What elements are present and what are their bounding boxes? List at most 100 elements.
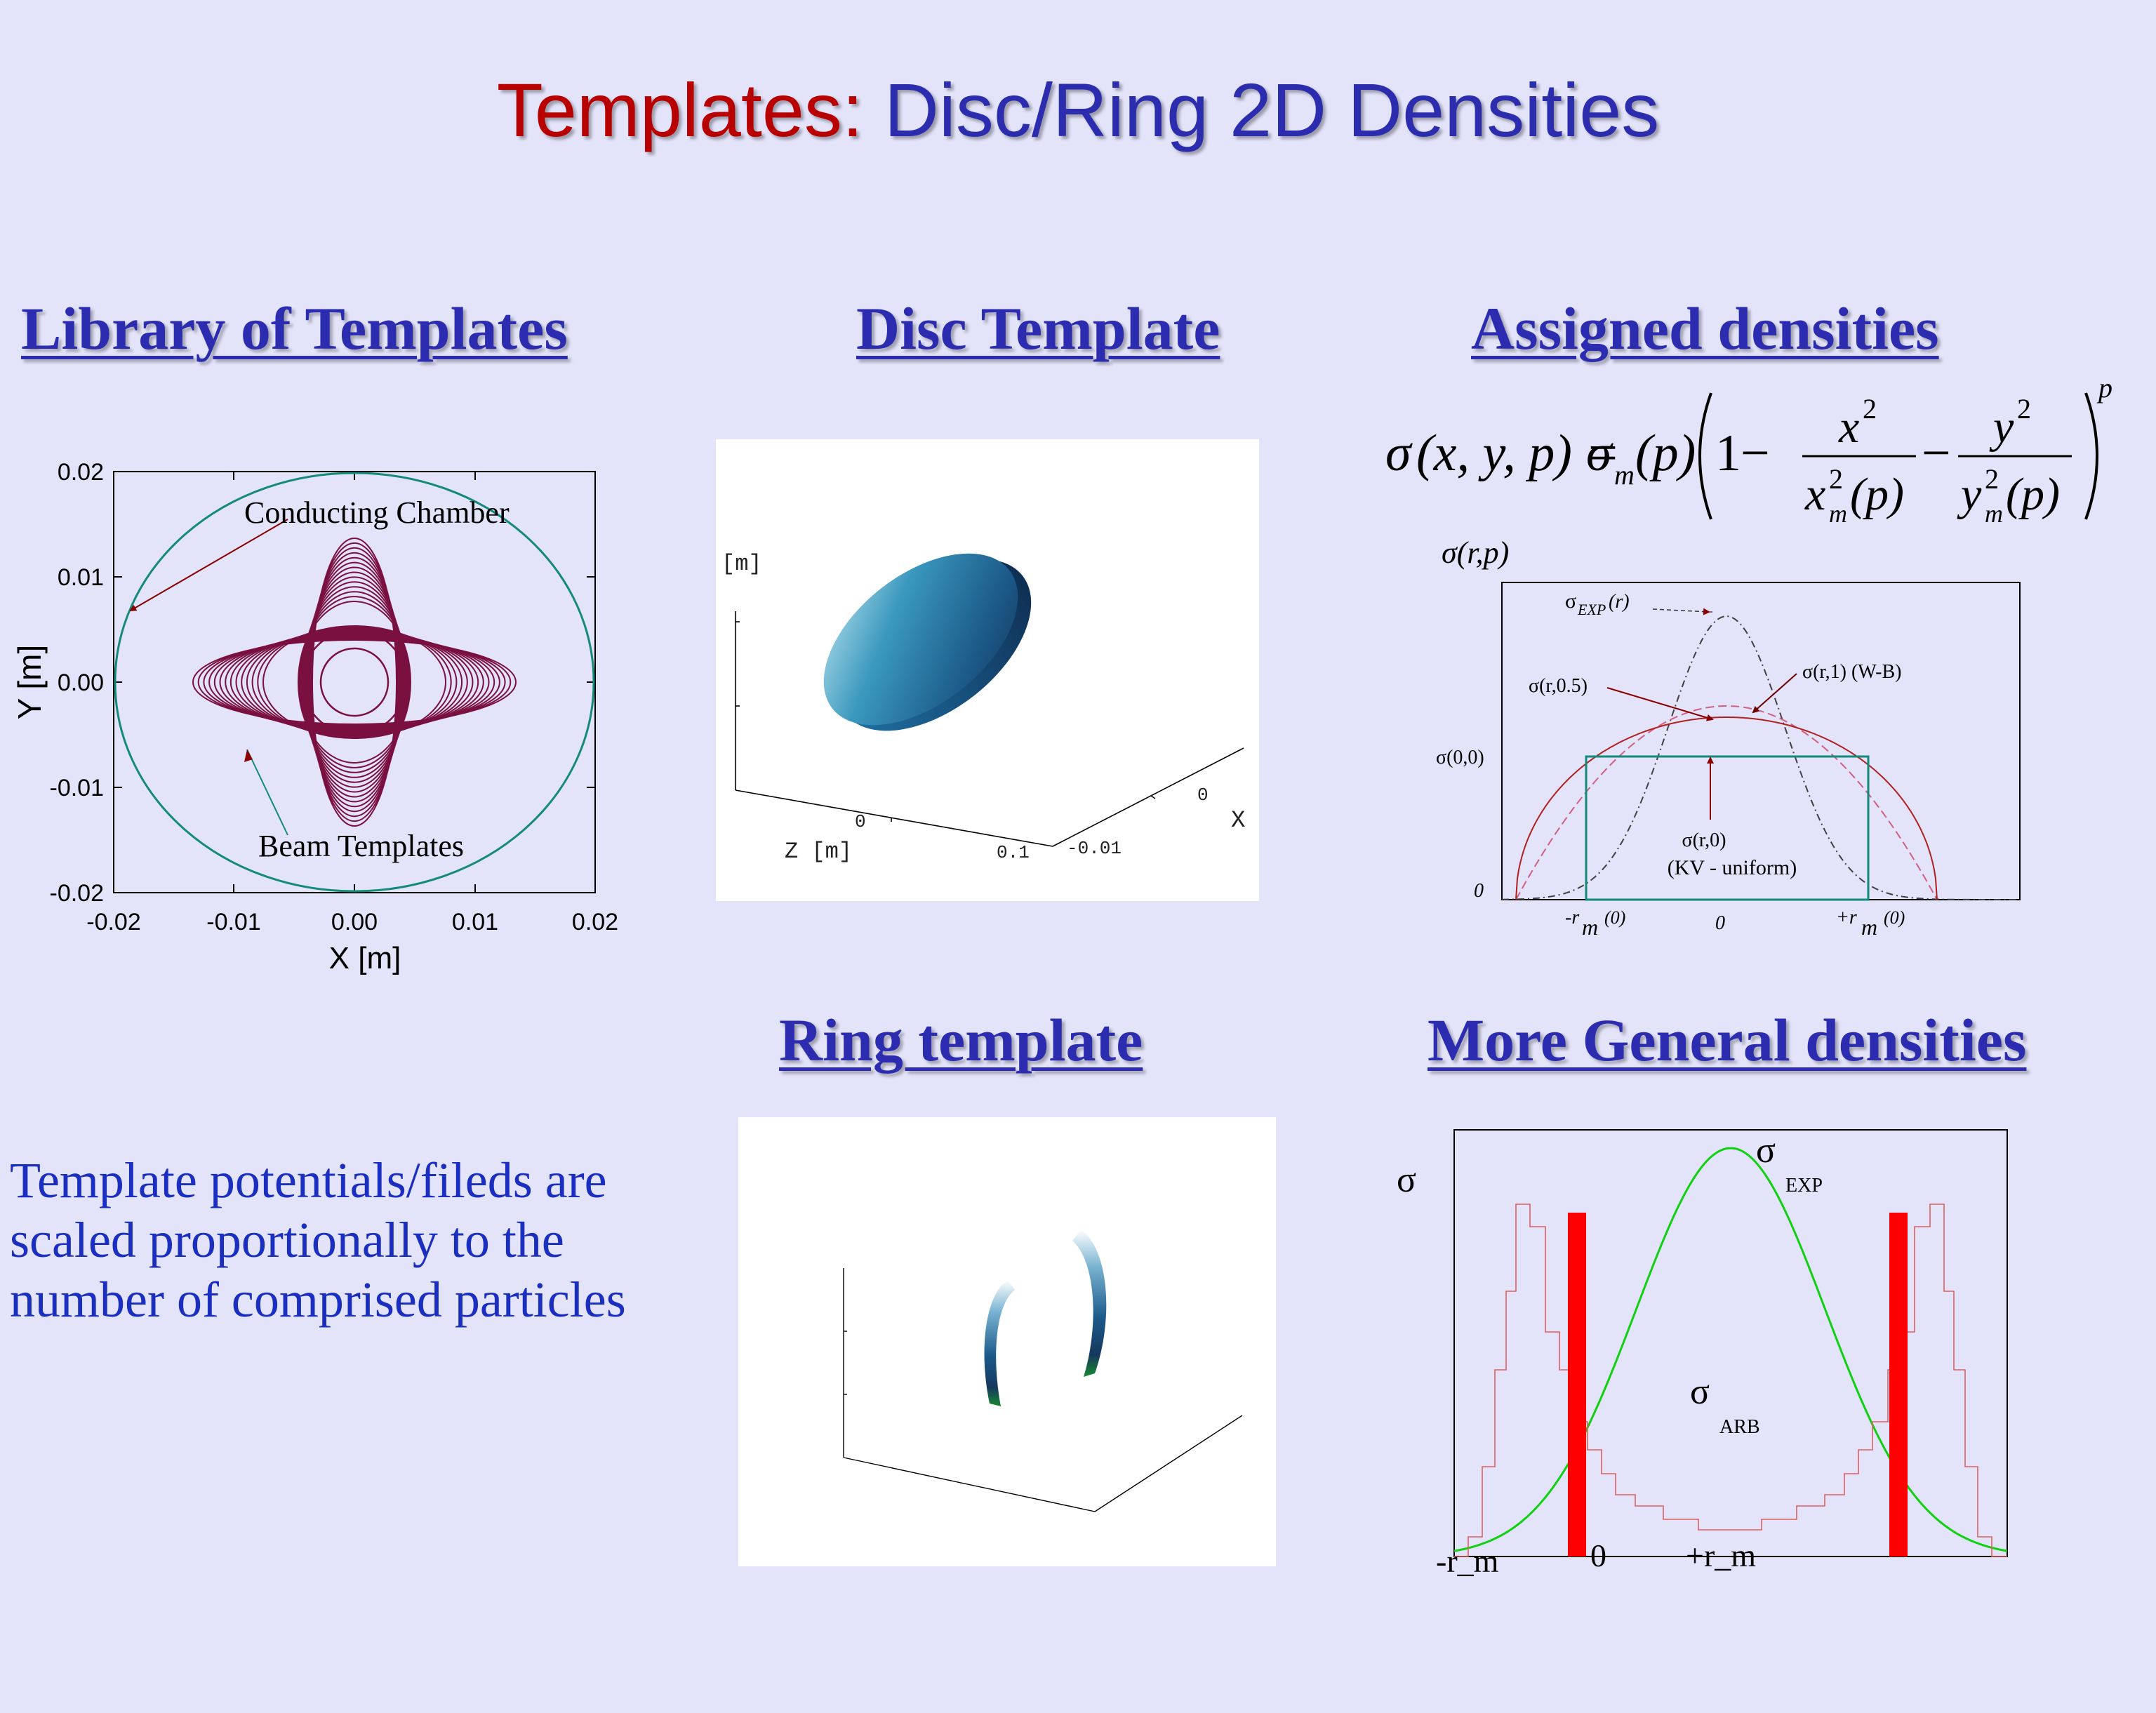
formula-one: 1 bbox=[1715, 425, 1741, 482]
xtick-label: -0.02 bbox=[86, 909, 141, 935]
general-exp-sub: EXP bbox=[1785, 1175, 1823, 1197]
beam-template-curve bbox=[310, 542, 399, 822]
profile-xmin-label: -r bbox=[1565, 907, 1579, 928]
conducting-chamber-circle bbox=[114, 472, 595, 893]
formula-y-den-m: m bbox=[1985, 500, 2003, 528]
beam-template-curve bbox=[312, 538, 397, 827]
profile-x-center: 0 bbox=[1715, 912, 1725, 934]
profile-wb-label: σ(r,1) (W-B) bbox=[1802, 661, 1901, 683]
general-x-zero: 0 bbox=[1590, 1538, 1606, 1573]
formula-x-num: x bbox=[1838, 401, 1859, 453]
beam-template-curve bbox=[208, 636, 500, 728]
formula-x-den-p: (p) bbox=[1850, 469, 1904, 520]
profile-s00-label: σ(0,0) bbox=[1436, 747, 1484, 768]
formula-exponent: p bbox=[2096, 372, 2112, 404]
disc-tick-z0: 0 bbox=[855, 811, 866, 832]
formula-p: (p) bbox=[1635, 425, 1696, 482]
beam-template-curve bbox=[197, 638, 512, 726]
beam-arrow-line bbox=[246, 749, 288, 836]
arrow-half bbox=[1606, 687, 1714, 721]
beam-template-curve bbox=[235, 630, 474, 734]
formula-left-paren bbox=[1698, 392, 1712, 520]
beam-template-curve bbox=[298, 601, 411, 764]
disc-shape bbox=[823, 553, 1032, 731]
profile-half-label: σ(r,0.5) bbox=[1529, 675, 1588, 697]
note-line-1: Template potentials/fileds are bbox=[10, 1152, 607, 1208]
beam-template-curve bbox=[192, 639, 517, 725]
beam-template-curve bbox=[305, 566, 404, 798]
general-sigma-exp: σ bbox=[1756, 1131, 1776, 1171]
xtick-label: 0.01 bbox=[452, 909, 498, 935]
beam-template-curve bbox=[304, 571, 405, 793]
chamber-label: Conducting Chamber bbox=[244, 495, 510, 530]
title-disc-ring: Disc/Ring 2D Densities bbox=[863, 67, 1660, 152]
formula-minus: − bbox=[1741, 425, 1770, 482]
beam-template-curve bbox=[300, 591, 409, 773]
profile-xmin-sub: m bbox=[1582, 914, 1598, 940]
heading-ring: Ring template bbox=[779, 1006, 1143, 1074]
density-formula: σ (x, y, p) = σ m (p) 1 − x 2 x 2 m (p) … bbox=[1385, 372, 2112, 528]
profile-exp-sigma: σ bbox=[1565, 589, 1576, 613]
general-x-left: -r_m bbox=[1436, 1543, 1499, 1579]
disc-tick-z1: 0.1 bbox=[997, 842, 1030, 863]
formula-y-den: y bbox=[1957, 469, 1982, 520]
arrow-exp bbox=[1652, 608, 1710, 615]
formula-right-paren bbox=[2084, 392, 2098, 520]
beam-template-curve bbox=[302, 576, 406, 788]
beam-template-curve bbox=[298, 596, 411, 768]
beam-template-curve bbox=[257, 626, 452, 738]
disc-template-panel: [m] Z [m] 0 0.1 -0.01 0 X bbox=[716, 439, 1259, 901]
profile-zero-label: 0 bbox=[1474, 880, 1484, 902]
formula-x-den: x bbox=[1804, 469, 1825, 520]
formula-sub-m: m bbox=[1614, 459, 1635, 491]
curve-exp bbox=[1502, 615, 2018, 900]
disc-z-label: Z [m] bbox=[785, 839, 852, 865]
profile-exp-sub: EXP bbox=[1577, 601, 1606, 618]
xtick-label: 0.02 bbox=[572, 909, 618, 935]
general-sigma-axis: σ bbox=[1397, 1160, 1416, 1200]
heading-disc: Disc Template bbox=[856, 295, 1220, 362]
beam-template-curve bbox=[307, 556, 402, 808]
disc-tick-x1: 0 bbox=[1197, 785, 1209, 806]
title-templates: Templates: bbox=[496, 67, 863, 152]
profile-xmin-sup: (0) bbox=[1604, 907, 1625, 928]
profile-kv-label1: σ(r,0) bbox=[1682, 829, 1726, 851]
general-frame bbox=[1453, 1129, 2008, 1557]
formula-x-den-m: m bbox=[1829, 500, 1847, 528]
curve-sigma-exp bbox=[1453, 1147, 2008, 1552]
general-density-plot: σ σ EXP σ ARB -r_m 0 +r_m bbox=[1397, 1129, 2008, 1579]
ring-left-arc bbox=[984, 1280, 1015, 1406]
beam-template-curve bbox=[301, 629, 408, 735]
beam-template-curve bbox=[203, 636, 506, 728]
beam-template-curve bbox=[308, 552, 401, 813]
beam-template-curve bbox=[219, 634, 490, 731]
profile-exp-arg: (r) bbox=[1609, 591, 1630, 613]
ytick-label: 0.02 bbox=[58, 459, 104, 486]
red-bar-right bbox=[1889, 1213, 1908, 1557]
disc-axis-m: [m] bbox=[721, 551, 762, 577]
library-xlabel: X [m] bbox=[329, 941, 401, 975]
profile-xmax-sub: m bbox=[1861, 914, 1877, 940]
beam-template-curve bbox=[229, 632, 479, 733]
curve-sigma-arb bbox=[1454, 1204, 2007, 1557]
formula-sigma-m: σ bbox=[1586, 425, 1613, 482]
formula-y-den-p: (p) bbox=[2006, 469, 2060, 520]
formula-x-num-sq: 2 bbox=[1863, 393, 1877, 425]
note-line-3: number of comprised particles bbox=[10, 1272, 626, 1328]
profile-xmax-sup: (0) bbox=[1884, 907, 1905, 928]
ring-right-arc bbox=[1072, 1229, 1107, 1377]
formula-y-num: y bbox=[1989, 401, 2014, 453]
profile-frame bbox=[1501, 582, 2021, 900]
beam-template-curve bbox=[306, 561, 403, 803]
beam-template-curve bbox=[300, 586, 408, 778]
disc-axes bbox=[735, 611, 1244, 847]
ring-axes bbox=[843, 1268, 1243, 1512]
heading-general: More General densities bbox=[1428, 1006, 2027, 1074]
ytick-label: -0.01 bbox=[50, 775, 105, 801]
profile-kv-uniform bbox=[1585, 755, 1870, 901]
formula-args: (x, y, p) = bbox=[1416, 425, 1620, 482]
chamber-arrow bbox=[129, 519, 288, 612]
ytick-label: -0.02 bbox=[50, 880, 105, 907]
profile-xmax-label: +r bbox=[1836, 907, 1857, 928]
beam-template-curve bbox=[309, 547, 400, 818]
